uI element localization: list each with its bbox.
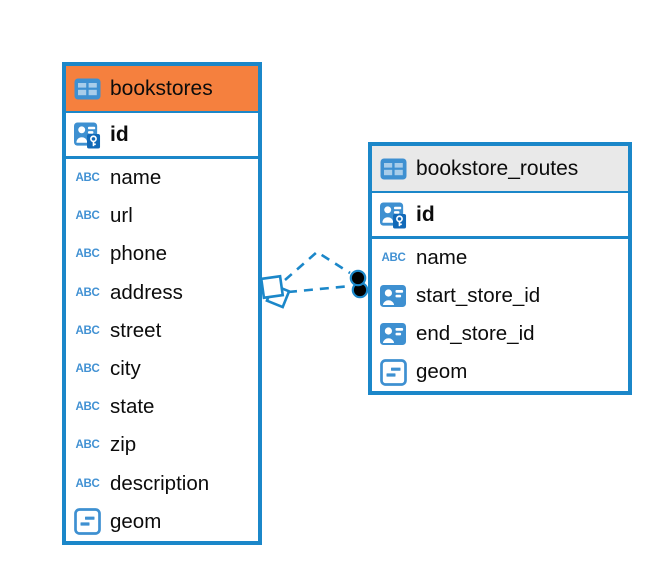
table-header[interactable]: bookstores bbox=[66, 66, 258, 113]
column-row-url[interactable]: ABC url bbox=[66, 197, 258, 235]
text-icon: ABC bbox=[381, 252, 406, 264]
column-row-address[interactable]: ABC address bbox=[66, 274, 258, 312]
relationship-line-upper[interactable] bbox=[284, 250, 351, 281]
text-icon: ABC bbox=[75, 401, 100, 414]
text-icon: ABC bbox=[75, 324, 100, 337]
one-end-double-square-symbol bbox=[259, 274, 291, 309]
geometry-icon bbox=[380, 358, 407, 386]
column-name: phone bbox=[110, 242, 168, 266]
text-icon: ABC bbox=[75, 248, 100, 261]
column-name: street bbox=[110, 318, 162, 342]
column-row-name[interactable]: ABC name bbox=[66, 159, 258, 197]
column-name: geom bbox=[110, 509, 162, 533]
column-row-id[interactable]: id bbox=[66, 113, 258, 159]
column-row-geom[interactable]: geom bbox=[66, 503, 258, 541]
primary-key-icon bbox=[380, 201, 407, 229]
reference-icon bbox=[380, 322, 407, 346]
column-name: zip bbox=[110, 433, 137, 457]
column-name: state bbox=[110, 395, 155, 419]
column-name: name bbox=[416, 246, 468, 269]
column-row-end_store_id[interactable]: end_store_id bbox=[372, 315, 628, 353]
column-row-city[interactable]: ABC city bbox=[66, 350, 258, 388]
column-name: start_store_id bbox=[416, 284, 541, 307]
text-icon: ABC bbox=[75, 439, 100, 452]
column-name: address bbox=[110, 280, 183, 304]
column-name: description bbox=[110, 471, 210, 495]
column-row-street[interactable]: ABC street bbox=[66, 312, 258, 350]
many-end-double-dot-symbol bbox=[349, 269, 369, 299]
text-icon: ABC bbox=[75, 477, 100, 490]
column-name: url bbox=[110, 204, 133, 228]
text-icon: ABC bbox=[75, 286, 100, 299]
table-header[interactable]: bookstore_routes bbox=[372, 146, 628, 193]
primary-key-icon bbox=[74, 121, 101, 149]
table-icon bbox=[74, 78, 101, 100]
table-title: bookstore_routes bbox=[416, 156, 579, 180]
text-icon: ABC bbox=[75, 210, 100, 223]
column-row-zip[interactable]: ABC zip bbox=[66, 426, 258, 464]
reference-icon bbox=[380, 284, 407, 308]
column-row-start_store_id[interactable]: start_store_id bbox=[372, 277, 628, 315]
column-row-name[interactable]: ABC name bbox=[372, 239, 628, 277]
text-icon: ABC bbox=[75, 172, 100, 185]
geometry-icon bbox=[74, 508, 101, 536]
text-icon: ABC bbox=[75, 363, 100, 376]
column-row-id[interactable]: id bbox=[372, 193, 628, 239]
column-row-phone[interactable]: ABC phone bbox=[66, 235, 258, 273]
column-name: name bbox=[110, 166, 162, 190]
relationship-line-lower[interactable] bbox=[287, 284, 352, 294]
table-title: bookstores bbox=[110, 76, 213, 100]
column-name: id bbox=[110, 122, 129, 146]
column-name: end_store_id bbox=[416, 322, 535, 345]
column-name: id bbox=[416, 202, 435, 226]
column-name: city bbox=[110, 357, 141, 381]
column-name: geom bbox=[416, 360, 468, 383]
table-icon bbox=[380, 158, 407, 180]
column-row-state[interactable]: ABC state bbox=[66, 388, 258, 426]
column-row-description[interactable]: ABC description bbox=[66, 465, 258, 503]
column-row-geom[interactable]: geom bbox=[372, 353, 628, 391]
